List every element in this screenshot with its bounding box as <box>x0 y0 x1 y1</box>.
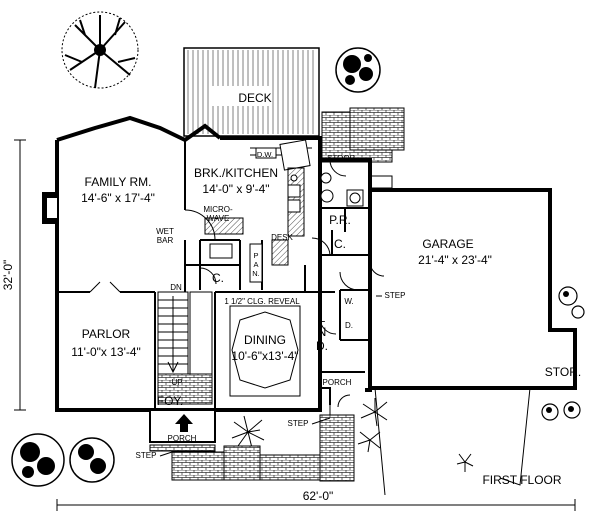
kitchen-dim: 14'-0" x 9'-4" <box>202 182 269 196</box>
family-room-label: FAMILY RM. <box>85 175 152 189</box>
parlor-dim: 11'-0"x 13'-4" <box>71 345 141 359</box>
dining-reveal <box>229 305 301 397</box>
powder-room-label: P.R. <box>329 213 351 227</box>
kitchen-counters <box>204 139 312 283</box>
side-porch-label: PORCH <box>323 378 352 387</box>
interior-walls <box>57 140 370 410</box>
wet-bar-label-1: WET <box>156 227 174 236</box>
dining-label: DINING <box>244 333 286 347</box>
pantry-label-3: N. <box>252 269 260 278</box>
parlor-label: PARLOR <box>82 327 131 341</box>
dimension-lines <box>14 139 576 511</box>
front-porch-label: PORCH <box>168 434 197 443</box>
storage-label: STOR. <box>545 365 581 379</box>
stoop-label: STOOP <box>327 154 355 163</box>
powder-room-fixtures <box>320 172 364 207</box>
front-porch <box>149 409 216 452</box>
stairs <box>157 291 213 405</box>
depth-dimension: 32'-0" <box>1 260 15 291</box>
front-walkway <box>171 405 355 482</box>
tree-top-left-icon <box>61 11 139 89</box>
porch-step-label: STEP <box>288 419 309 428</box>
microwave-label-2: WAVE <box>207 214 230 223</box>
pantry-label-2: A <box>253 260 258 269</box>
shrub-front-icon <box>231 398 474 472</box>
laundry-label-n: N <box>318 325 327 339</box>
garage-outline <box>370 188 577 390</box>
dishwasher-label: D.W. <box>257 150 273 159</box>
wet-bar-label-2: BAR <box>157 236 174 245</box>
closet-label-1: C. <box>212 271 224 285</box>
laundry-label-l: L <box>319 311 326 325</box>
garage-step-label: STEP <box>385 291 406 300</box>
garage-label: GARAGE <box>422 237 473 251</box>
stairs-up-label: UP <box>171 378 182 387</box>
desk-label: DESK <box>271 233 293 242</box>
family-room-dim: 14'-6" x 17'-4" <box>81 191 155 205</box>
laundry-label-d: D. <box>316 339 328 353</box>
deck <box>183 47 320 137</box>
foyer-label: FOY. <box>157 394 183 408</box>
driveway <box>374 387 531 496</box>
closet-label-2: C. <box>334 237 346 251</box>
front-step-label: STEP <box>136 451 157 460</box>
garage-dim: 21'-4" x 23'-4" <box>418 253 492 267</box>
washer-label: W. <box>344 297 353 306</box>
shrub-top-icon <box>335 47 381 93</box>
kitchen-label: BRK./KITCHEN <box>194 166 278 180</box>
shrub-right-icon <box>541 286 585 421</box>
shrub-bottom-left-icon <box>11 433 65 487</box>
ceiling-reveal-label: 1 1/2" CLG. REVEAL <box>224 297 300 306</box>
dryer-label: D. <box>345 321 353 330</box>
door-swings <box>89 159 385 408</box>
microwave-label-1: MICRO- <box>203 205 233 214</box>
stairs-down-label: DN <box>170 283 182 292</box>
shrub-bottom-left-2-icon <box>69 437 115 483</box>
deck-label: DECK <box>238 91 271 105</box>
pantry-label-1: P <box>253 251 258 260</box>
dining-dim: 10'-6"x13'-4" <box>231 349 298 363</box>
width-dimension: 62'-0" <box>303 489 334 503</box>
first-floor-label: FIRST FLOOR <box>482 473 561 487</box>
